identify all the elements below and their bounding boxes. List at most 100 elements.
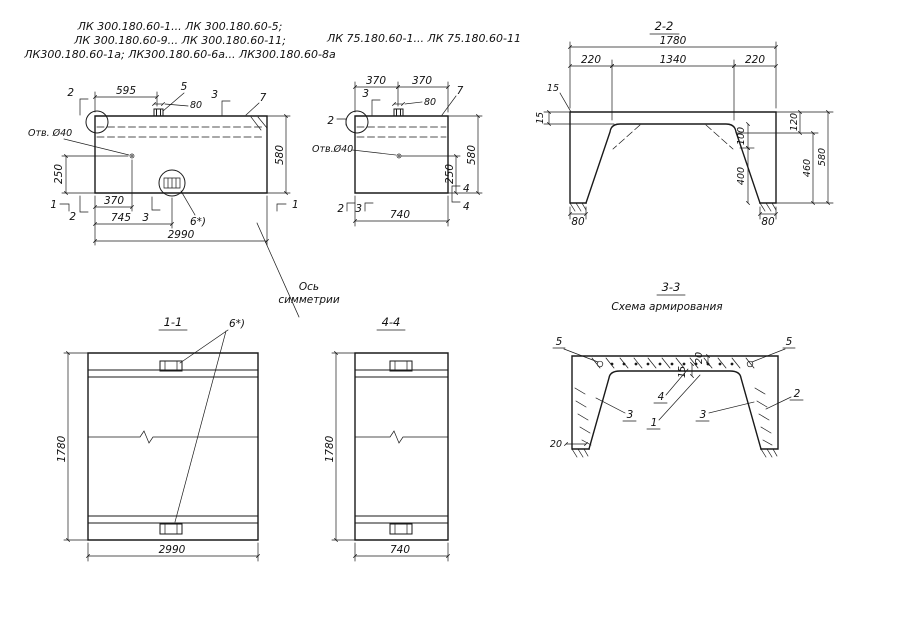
dim-100-label: 100 xyxy=(736,127,747,145)
dim-1780-label: 1780 xyxy=(660,35,687,47)
dim-80-right-label: 80 xyxy=(761,216,775,228)
beam-outline xyxy=(354,115,449,194)
series-title-line3: ЛК300.180.60-1а; ЛК300.180.60-6а... ЛК30… xyxy=(23,48,336,61)
dim-80-label: 80 xyxy=(190,100,202,111)
dim-15-side-ext xyxy=(543,111,615,125)
leg-rebar-hatch xyxy=(574,387,773,446)
axis-label-line2: симметрии xyxy=(278,294,340,306)
end-break-marks xyxy=(250,116,268,131)
dim-20-top-label: 20 xyxy=(694,352,705,364)
callout-3-right: 3 xyxy=(700,409,707,421)
section-2-2-title: 2-2 xyxy=(655,19,674,33)
section-1-1-title: 1-1 xyxy=(164,315,183,329)
axis-of-symmetry-label: Ось симметрии xyxy=(256,222,340,318)
dim-580-label: 580 xyxy=(466,145,478,165)
section-marker-3-top: 3 xyxy=(362,88,369,100)
dim-1780-label: 1780 xyxy=(324,435,336,462)
section-marker-1-left: 1 xyxy=(50,199,57,211)
dim-20-bottom-label: 20 xyxy=(550,439,562,450)
dim-250-label: 250 xyxy=(444,164,456,184)
dim-220-right-label: 220 xyxy=(745,54,765,66)
hole-mark xyxy=(129,153,135,159)
loop-ticks xyxy=(164,360,178,535)
callout-5-leader xyxy=(162,92,185,112)
title-block-short: ЛК 75.180.60-1... ЛК 75.180.60-11 xyxy=(326,32,521,45)
mid-break-line xyxy=(87,430,259,444)
marker-2-left-flag xyxy=(336,118,347,126)
dim-15-side-label: 15 xyxy=(535,112,546,124)
detail-circle xyxy=(345,110,369,134)
channel-inner-contour xyxy=(588,370,762,450)
callout-1-leader xyxy=(646,374,701,430)
mesh-bar-dot xyxy=(622,362,626,366)
callout-3-left: 3 xyxy=(627,409,634,421)
hidden-edge-lines xyxy=(356,126,447,138)
section-marker-2-left: 2 xyxy=(327,115,334,127)
dim-595-label: 595 xyxy=(116,85,136,97)
dim-580-label: 580 xyxy=(817,148,828,166)
callout-5-right-leader xyxy=(751,347,796,363)
dim-580-label: 580 xyxy=(274,145,286,165)
axis-label-line1: Ось xyxy=(299,281,319,293)
hole-label: Отв.Ø40 xyxy=(312,144,353,155)
callout-5-left: 5 xyxy=(556,336,563,348)
hidden-edge-lines xyxy=(96,126,266,138)
callout-7-leader xyxy=(441,95,457,116)
loop-recess-detail xyxy=(163,177,181,189)
top-dims-ext xyxy=(569,41,777,121)
hole-label: Отв. Ø40 xyxy=(28,128,72,139)
section-marker-3-top: 3 xyxy=(211,89,218,101)
section-marker-3-bottom: 3 xyxy=(142,212,149,224)
callout-6-leader xyxy=(180,190,196,216)
dim-1340-label: 1340 xyxy=(660,54,687,66)
mesh-bar-dot xyxy=(718,362,722,366)
cut-line-2 xyxy=(79,98,89,213)
cut-line-4 xyxy=(451,185,461,203)
dim-250-label: 250 xyxy=(53,164,65,184)
callout-5-left-leader xyxy=(552,347,599,363)
dim-370-right-label: 370 xyxy=(412,75,432,87)
callout-4-leader xyxy=(653,368,689,404)
section-marker-4-bottom: 4 xyxy=(463,201,470,213)
dim-460-label: 460 xyxy=(802,159,813,177)
dim-120-label: 120 xyxy=(789,113,800,131)
channel-outline xyxy=(571,355,779,450)
section-4-4-view: 4-4 1780 740 xyxy=(324,315,451,562)
dim-220-left-label: 220 xyxy=(581,54,601,66)
channel-inner-contour xyxy=(585,123,761,204)
callout-5: 5 xyxy=(181,81,188,93)
channel-outline xyxy=(569,111,777,204)
mesh-bar-dot xyxy=(682,362,686,366)
axis-leader xyxy=(256,222,300,318)
section-marker-2-top: 2 xyxy=(67,87,74,99)
callout-6-leaders xyxy=(174,329,229,523)
dim-15-top-leader xyxy=(559,92,572,113)
cut-line-3 xyxy=(151,100,231,211)
section-4-4-title: 4-4 xyxy=(382,315,401,329)
callout-7: 7 xyxy=(457,85,464,97)
dim-2990-label: 2990 xyxy=(159,544,186,556)
dim-400-label: 400 xyxy=(736,167,747,185)
lifting-loop xyxy=(153,108,164,117)
leg-edge-lines xyxy=(354,369,449,524)
mesh-bar-dot xyxy=(730,362,734,366)
dim-745-label: 745 xyxy=(111,212,131,224)
dim-740-label: 740 xyxy=(390,209,410,221)
callout-6: 6*) xyxy=(190,216,206,228)
series-title-short: ЛК 75.180.60-1... ЛК 75.180.60-11 xyxy=(326,32,521,45)
section-3-3-title: 3-3 xyxy=(662,280,681,294)
lifting-loop-plan xyxy=(159,360,183,535)
plan-outline xyxy=(87,352,259,541)
section-1-1-view: 1-1 6*) 1780 2990 xyxy=(56,315,261,562)
section-marker-1-right: 1 xyxy=(292,199,299,211)
section-marker-2-bottom: 2 xyxy=(69,211,76,223)
dim-15-top-label: 15 xyxy=(547,83,559,94)
callout-3-right-leader xyxy=(695,401,755,422)
leg-edge-lines xyxy=(87,369,259,524)
plan-outline xyxy=(354,352,449,541)
dim-2990-label: 2990 xyxy=(168,229,195,241)
cut-line-1-flags xyxy=(59,203,287,212)
section-3-3-subtitle: Схема армирования xyxy=(611,301,722,313)
dim-370-left-label: 370 xyxy=(366,75,386,87)
